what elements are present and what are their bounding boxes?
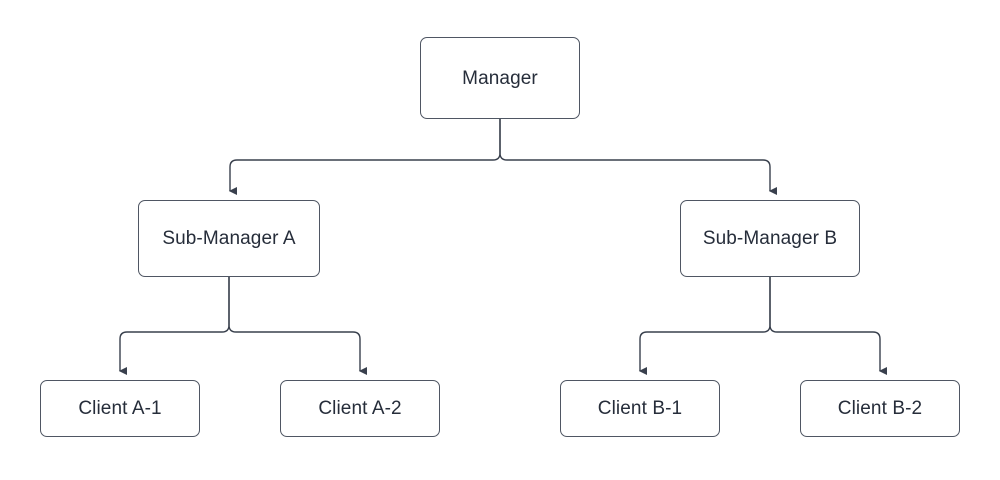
node-manager[interactable]: Manager [420,37,580,119]
edge-manager-to-sub-b [499,119,778,196]
node-sub-manager-b[interactable]: Sub-Manager B [680,200,860,277]
edge-manager-to-sub-a [228,119,501,196]
node-sub-manager-b-label: Sub-Manager B [702,228,838,249]
node-client-b-1-label: Client B-1 [597,398,683,419]
edge-sub-a-to-client-a-2 [228,277,368,376]
node-manager-label: Manager [462,67,538,89]
node-client-b-2[interactable]: Client B-2 [800,380,960,437]
node-client-a-1[interactable]: Client A-1 [40,380,200,437]
node-client-b-1[interactable]: Client B-1 [560,380,720,437]
node-client-b-2-label: Client B-2 [837,398,923,419]
node-client-a-2[interactable]: Client A-2 [280,380,440,437]
node-client-a-2-label: Client A-2 [318,398,402,419]
node-sub-manager-a[interactable]: Sub-Manager A [138,200,320,277]
edge-sub-b-to-client-b-2 [769,277,888,376]
edge-sub-b-to-client-b-1 [638,277,771,376]
node-client-a-1-label: Client A-1 [78,398,162,419]
node-sub-manager-a-label: Sub-Manager A [162,228,296,249]
edge-sub-a-to-client-a-1 [118,277,230,376]
